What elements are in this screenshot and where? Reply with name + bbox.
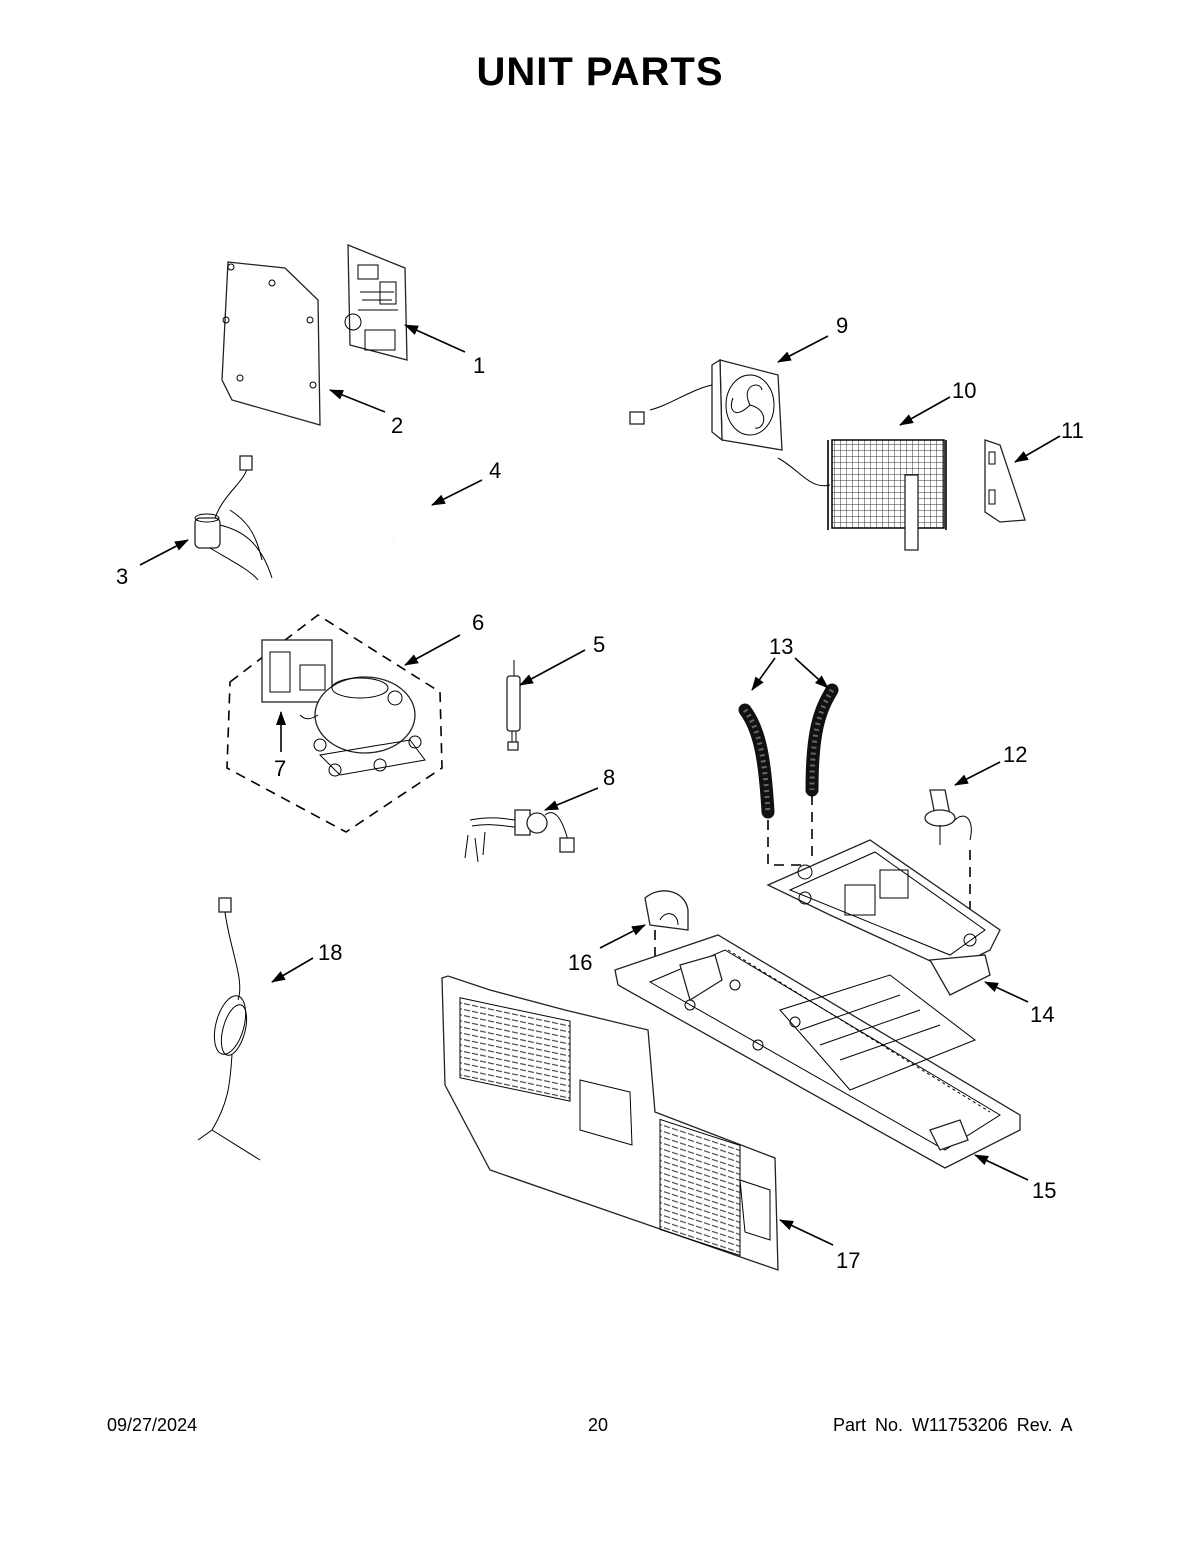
callout-10: 10 [952, 378, 976, 403]
part-15-base-pan [614, 934, 1021, 1169]
page-title: UNIT PARTS [476, 50, 724, 94]
footer-page-number: 20 [588, 1415, 609, 1435]
part-14-base-bracket [766, 839, 1001, 996]
callout-17: 17 [836, 1248, 860, 1273]
callout-11: 11 [1061, 418, 1084, 443]
footer-part-number: Part No. W11753206 Rev. A [833, 1415, 1073, 1435]
callout-2: 2 [391, 413, 403, 438]
callout-12: 12 [1003, 742, 1027, 767]
part-1-control-board [344, 244, 408, 361]
part-18-power-cord [197, 897, 261, 1161]
part-10-condenser [777, 439, 947, 551]
callout-14: 14 [1030, 1002, 1054, 1027]
part-16-cap [644, 890, 689, 985]
callout-18: 18 [318, 940, 342, 965]
callout-9: 9 [836, 313, 848, 338]
callout-13: 13 [769, 634, 793, 659]
part-12-drain-fitting [924, 789, 972, 935]
footer-date: 09/27/2024 [107, 1415, 198, 1435]
part-11-bracket [984, 439, 1026, 523]
part-13-drain-hoses [738, 683, 839, 866]
callout-arrows [139, 324, 1061, 1246]
part-6-compressor-assembly [226, 614, 443, 833]
callout-8: 8 [603, 765, 615, 790]
part-3-capacitor [194, 455, 273, 581]
callout-15: 15 [1032, 1178, 1056, 1203]
part-17-rear-panel [441, 975, 779, 1271]
callout-4: 4 [489, 458, 501, 483]
callout-6: 6 [472, 610, 484, 635]
callout-3: 3 [116, 564, 128, 589]
part-8-harness [464, 809, 575, 863]
part-5-thermistor [506, 660, 521, 751]
part-2-cover-panel [221, 261, 321, 426]
part-4-tube [378, 508, 430, 579]
callout-7: 7 [274, 756, 286, 781]
callout-16: 16 [568, 950, 592, 975]
callout-1: 1 [473, 353, 485, 378]
part-9-fan [629, 358, 783, 451]
callout-5: 5 [593, 632, 605, 657]
